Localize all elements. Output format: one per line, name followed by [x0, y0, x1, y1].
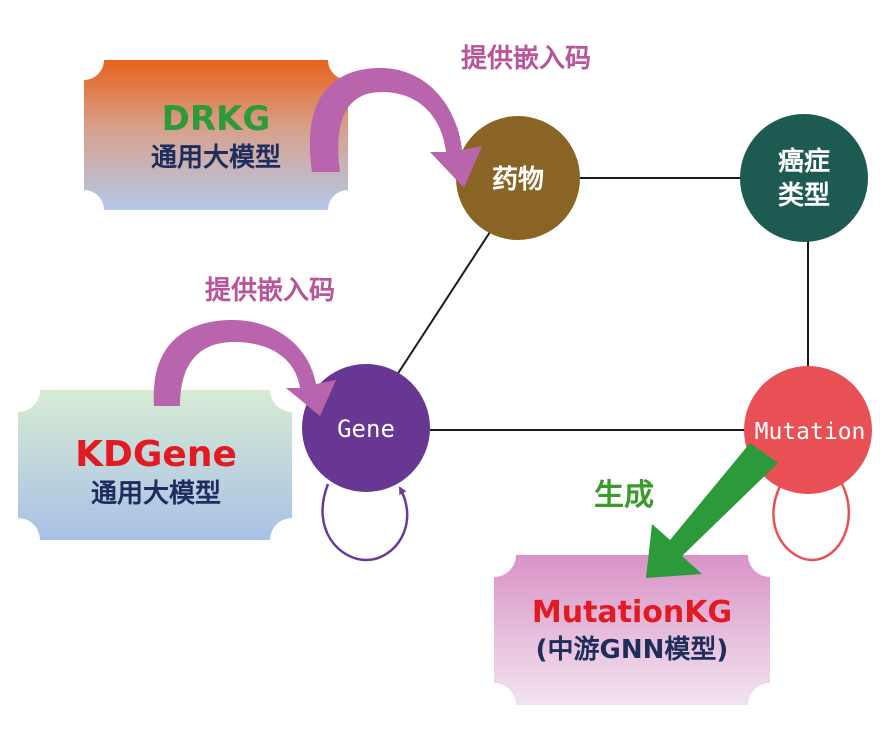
- mutationkg-box: MutationKG (中游GNN模型): [494, 555, 770, 705]
- generate-arrow: [646, 443, 778, 578]
- gene-node-label: Gene: [337, 415, 395, 443]
- edge-drug-gene: [394, 231, 491, 379]
- mutationkg-subtitle: (中游GNN模型): [536, 635, 729, 665]
- cancer-node-label-line2: 类型: [778, 181, 830, 211]
- kdgene-box: KDGene 通用大模型: [18, 390, 292, 540]
- drkg-title: DRKG: [162, 99, 271, 139]
- mutation-node: Mutation: [744, 366, 872, 494]
- drug-node-label: 药物: [492, 165, 544, 195]
- gene-self-loop: [321, 483, 409, 562]
- mutation-self-loop: [772, 478, 851, 562]
- mutationkg-title: MutationKG: [532, 595, 732, 630]
- gene-node: Gene: [302, 364, 430, 492]
- embed-arrow-top: [309, 68, 482, 188]
- kdgene-subtitle: 通用大模型: [91, 479, 221, 509]
- embed-label-top: 提供嵌入码: [461, 43, 591, 74]
- embed-label-left: 提供嵌入码: [205, 275, 335, 306]
- embed-arrow-left: [153, 320, 336, 416]
- drkg-box: DRKG 通用大模型: [84, 60, 348, 210]
- cancer-node-label-line1: 癌症: [778, 146, 830, 177]
- drkg-subtitle: 通用大模型: [151, 143, 281, 173]
- generate-label: 生成: [594, 478, 654, 513]
- kdgene-title: KDGene: [75, 434, 237, 475]
- mutation-node-label: Mutation: [755, 419, 866, 445]
- drug-node: 药物: [456, 116, 580, 240]
- cancer-type-node: 癌症 类型: [740, 114, 868, 242]
- graph-edges: [394, 177, 809, 431]
